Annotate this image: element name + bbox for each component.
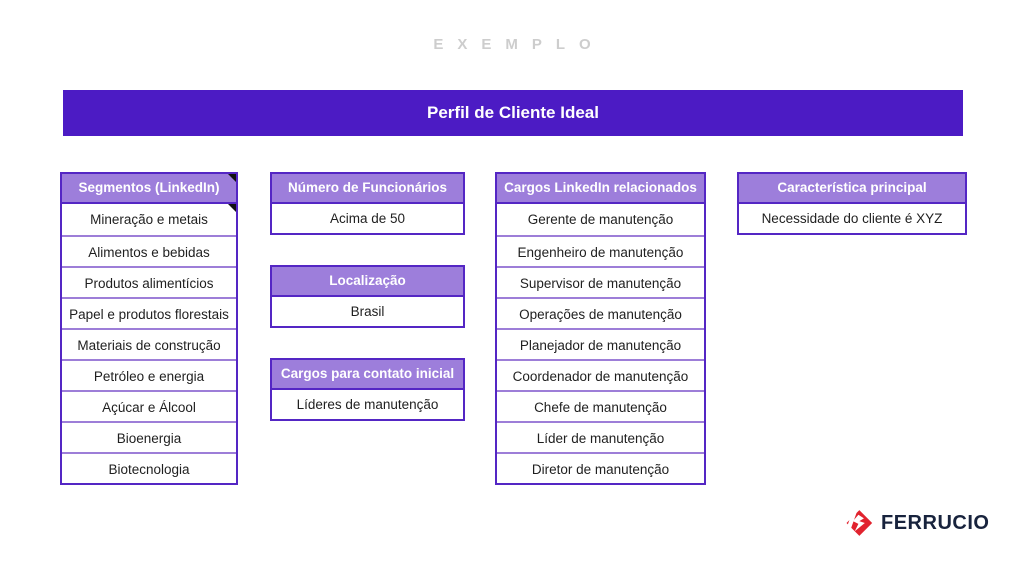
- table-row: Biotecnologia: [62, 452, 236, 483]
- table-row: Diretor de manutenção: [497, 452, 704, 483]
- table-row: Operações de manutenção: [497, 297, 704, 328]
- cell-label: Produtos alimentícios: [84, 276, 214, 291]
- table-row: Chefe de manutenção: [497, 390, 704, 421]
- table-initial-contact-header: Cargos para contato inicial: [272, 360, 463, 390]
- table-location: Localização Brasil: [270, 265, 465, 328]
- cell-label: Líder de manutenção: [536, 431, 665, 446]
- table-location-header-label: Localização: [329, 273, 406, 288]
- cell-label: Líderes de manutenção: [296, 397, 439, 412]
- table-row: Planejador de manutenção: [497, 328, 704, 359]
- table-related-roles-header-label: Cargos LinkedIn relacionados: [504, 180, 697, 195]
- table-segments-header: Segmentos (LinkedIn): [62, 174, 236, 204]
- table-main-characteristic: Característica principal Necessidade do …: [737, 172, 967, 235]
- cell-label: Materiais de construção: [77, 338, 221, 353]
- comment-marker-icon: [228, 174, 236, 182]
- cell-label: Diretor de manutenção: [531, 462, 670, 477]
- exemplo-watermark: EXEMPLO: [433, 36, 605, 53]
- table-row: Líderes de manutenção: [272, 390, 463, 419]
- cell-label: Coordenador de manutenção: [512, 369, 689, 384]
- table-row: Coordenador de manutenção: [497, 359, 704, 390]
- cell-label: Supervisor de manutenção: [519, 276, 682, 291]
- cell-label: Alimentos e bebidas: [88, 245, 210, 260]
- table-row: Mineração e metais: [62, 204, 236, 235]
- table-employees: Número de Funcionários Acima de 50: [270, 172, 465, 235]
- cell-label: Necessidade do cliente é XYZ: [761, 211, 943, 226]
- table-row: Acima de 50: [272, 204, 463, 233]
- table-initial-contact: Cargos para contato inicial Líderes de m…: [270, 358, 465, 421]
- table-employees-header-label: Número de Funcionários: [287, 180, 448, 195]
- table-row: Engenheiro de manutenção: [497, 235, 704, 266]
- table-related-roles-header: Cargos LinkedIn relacionados: [497, 174, 704, 204]
- ferrucio-logo: FERRUCIO: [841, 506, 989, 540]
- cell-label: Papel e produtos florestais: [69, 307, 229, 322]
- table-related-roles: Cargos LinkedIn relacionados Gerente de …: [495, 172, 706, 485]
- cell-label: Operações de manutenção: [519, 307, 682, 322]
- table-initial-contact-header-label: Cargos para contato inicial: [280, 366, 455, 381]
- table-row: Açúcar e Álcool: [62, 390, 236, 421]
- table-row: Materiais de construção: [62, 328, 236, 359]
- cell-label: Bioenergia: [116, 431, 182, 446]
- cell-label: Brasil: [350, 304, 385, 319]
- table-employees-header: Número de Funcionários: [272, 174, 463, 204]
- table-main-characteristic-header: Característica principal: [739, 174, 965, 204]
- table-main-characteristic-header-label: Característica principal: [777, 180, 927, 195]
- title-banner: Perfil de Cliente Ideal: [63, 90, 963, 136]
- page-title: Perfil de Cliente Ideal: [427, 103, 599, 122]
- cell-label: Planejador de manutenção: [519, 338, 682, 353]
- cell-label: Açúcar e Álcool: [102, 400, 196, 415]
- table-segments-header-label: Segmentos (LinkedIn): [78, 180, 220, 195]
- cell-label: Engenheiro de manutenção: [517, 245, 684, 260]
- table-row: Papel e produtos florestais: [62, 297, 236, 328]
- table-location-header: Localização: [272, 267, 463, 297]
- cell-label: Chefe de manutenção: [534, 400, 667, 415]
- table-row: Petróleo e energia: [62, 359, 236, 390]
- ferrucio-diamond-icon: [843, 510, 873, 536]
- cell-label: Mineração e metais: [90, 212, 208, 227]
- table-row: Necessidade do cliente é XYZ: [739, 204, 965, 233]
- table-row: Bioenergia: [62, 421, 236, 452]
- table-segments: Segmentos (LinkedIn) Mineração e metais …: [60, 172, 238, 485]
- cell-label: Gerente de manutenção: [527, 212, 674, 227]
- cell-label: Acima de 50: [329, 211, 406, 226]
- table-row: Produtos alimentícios: [62, 266, 236, 297]
- table-row: Supervisor de manutenção: [497, 266, 704, 297]
- comment-marker-icon: [228, 204, 236, 212]
- cell-label: Biotecnologia: [108, 462, 190, 477]
- ferrucio-logo-text: FERRUCIO: [881, 511, 990, 534]
- cell-label: Petróleo e energia: [93, 369, 205, 384]
- table-row: Brasil: [272, 297, 463, 326]
- table-row: Líder de manutenção: [497, 421, 704, 452]
- table-row: Gerente de manutenção: [497, 204, 704, 235]
- table-row: Alimentos e bebidas: [62, 235, 236, 266]
